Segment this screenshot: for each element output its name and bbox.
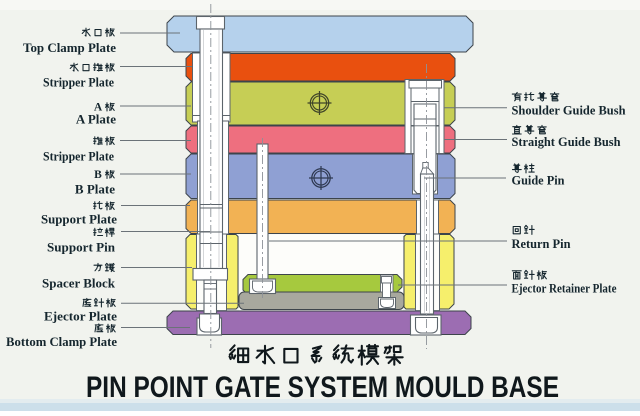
svg-text:Ejector Retainer Plate: Ejector Retainer Plate [512,281,617,296]
svg-text:Ejector Plate: Ejector Plate [44,309,117,324]
svg-text:Bottom Clamp Plate: Bottom Clamp Plate [6,334,117,349]
svg-text:Stripper Plate: Stripper Plate [43,149,114,164]
svg-text:A Plate: A Plate [76,112,116,127]
svg-text:B: B [94,169,102,181]
svg-text:Return Pin: Return Pin [512,236,572,251]
svg-text:Top Clamp Plate: Top Clamp Plate [23,40,116,55]
svg-text:A: A [94,102,103,114]
svg-text:Spacer Block: Spacer Block [42,276,116,291]
svg-text:Straight Guide Bush: Straight Guide Bush [512,134,622,149]
svg-text:Shoulder Guide Bush: Shoulder Guide Bush [512,103,627,118]
svg-text:PIN POINT GATE SYSTEM MOULD BA: PIN POINT GATE SYSTEM MOULD BASE [86,371,559,404]
svg-text:Support Plate: Support Plate [41,212,117,227]
svg-text:Stripper Plate: Stripper Plate [43,75,114,90]
svg-text:Support Pin: Support Pin [47,240,116,255]
svg-text:Guide Pin: Guide Pin [512,173,566,188]
svg-text:B Plate: B Plate [75,182,115,197]
